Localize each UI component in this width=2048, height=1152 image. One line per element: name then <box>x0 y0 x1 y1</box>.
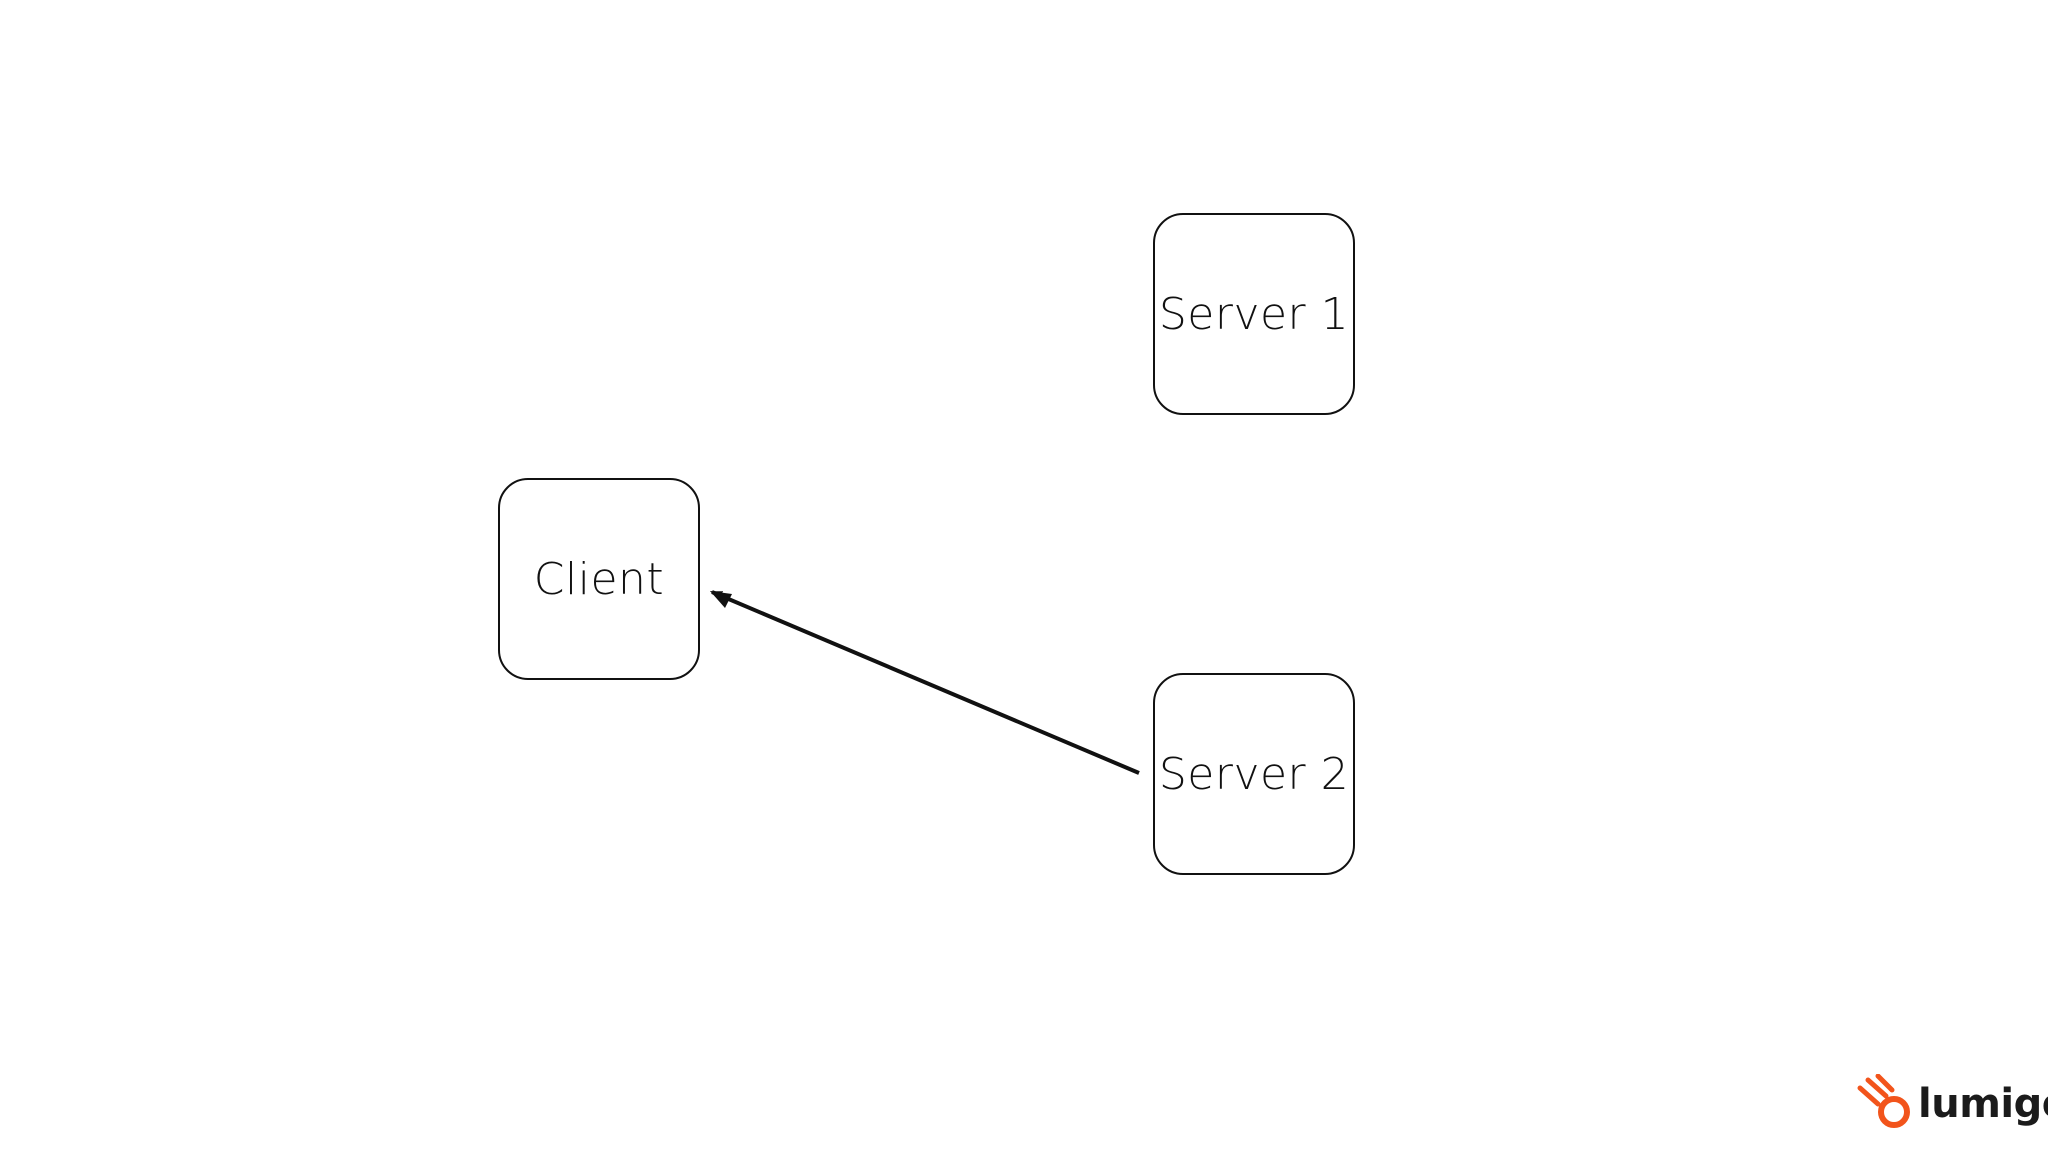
lumigo-logo: lumigo <box>1856 1074 2048 1134</box>
node-client[interactable]: Client <box>498 478 700 680</box>
edge-server-2-to-client <box>710 590 1140 775</box>
node-server-2[interactable]: Server 2 <box>1153 673 1355 875</box>
node-label: Server 2 <box>1158 748 1350 800</box>
logo-text: lumigo <box>1918 1081 2048 1127</box>
node-label: Client <box>533 553 665 605</box>
arrowhead-icon <box>710 591 732 608</box>
lumigo-logo-icon <box>1857 1074 1910 1128</box>
node-server-1[interactable]: Server 1 <box>1153 213 1355 415</box>
node-label: Server 1 <box>1158 288 1350 340</box>
